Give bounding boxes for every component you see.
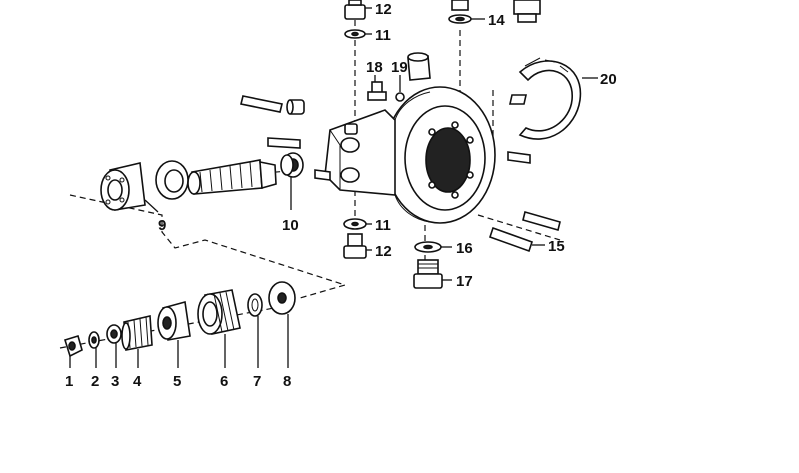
label-part-14: 14 <box>488 12 505 29</box>
part-pins <box>488 211 561 253</box>
label-part-12-bottom: 12 <box>375 243 392 260</box>
part-gear-4 <box>121 315 153 368</box>
part-washer-14 <box>448 0 485 24</box>
label-part-2: 2 <box>91 373 99 390</box>
label-part-4: 4 <box>133 373 142 390</box>
part-washer-bottom <box>343 218 372 230</box>
part-sleeve <box>286 99 305 115</box>
label-part-1: 1 <box>65 373 73 390</box>
label-part-5: 5 <box>173 373 181 390</box>
label-part-16: 16 <box>456 240 473 257</box>
part-bleed-screw <box>367 75 387 101</box>
label-part-3: 3 <box>111 373 119 390</box>
part-bolt-top <box>344 0 372 20</box>
label-part-11-bottom: 11 <box>375 217 391 234</box>
part-housing <box>324 86 496 224</box>
part-nut <box>63 334 83 368</box>
part-washer-2 <box>88 331 100 368</box>
label-part-10: 10 <box>282 217 299 234</box>
label-part-20: 20 <box>600 71 617 88</box>
part-washer-16 <box>414 241 452 253</box>
part-studs <box>240 95 531 181</box>
part-collar-5 <box>157 300 191 368</box>
label-part-6: 6 <box>220 373 228 390</box>
part-cap <box>395 52 431 102</box>
label-part-17: 17 <box>456 273 473 290</box>
label-part-7: 7 <box>253 373 261 390</box>
label-part-9: 9 <box>158 217 166 234</box>
part-fitting <box>513 0 541 23</box>
label-part-18: 18 <box>366 59 383 76</box>
label-part-15: 15 <box>548 238 565 255</box>
part-bearing <box>100 162 159 213</box>
part-labels: 1 2 3 4 5 6 7 8 9 10 11 11 12 12 14 15 1… <box>65 1 617 390</box>
part-thrust-washer <box>155 160 189 200</box>
label-part-12-top: 12 <box>375 1 392 18</box>
part-pinion-shaft <box>187 159 277 195</box>
part-washer-top <box>344 29 372 39</box>
label-part-11-top: 11 <box>375 27 391 44</box>
label-part-8: 8 <box>283 373 291 390</box>
part-bolt-bottom <box>343 233 372 259</box>
part-washer-8 <box>268 281 296 368</box>
part-threaded-ring-6 <box>197 289 241 368</box>
part-oring-7 <box>247 293 263 368</box>
part-spacer-3 <box>106 324 122 368</box>
part-seal <box>280 152 304 210</box>
part-plug <box>413 259 452 289</box>
label-part-19: 19 <box>391 59 408 76</box>
part-snap-ring <box>509 57 598 140</box>
